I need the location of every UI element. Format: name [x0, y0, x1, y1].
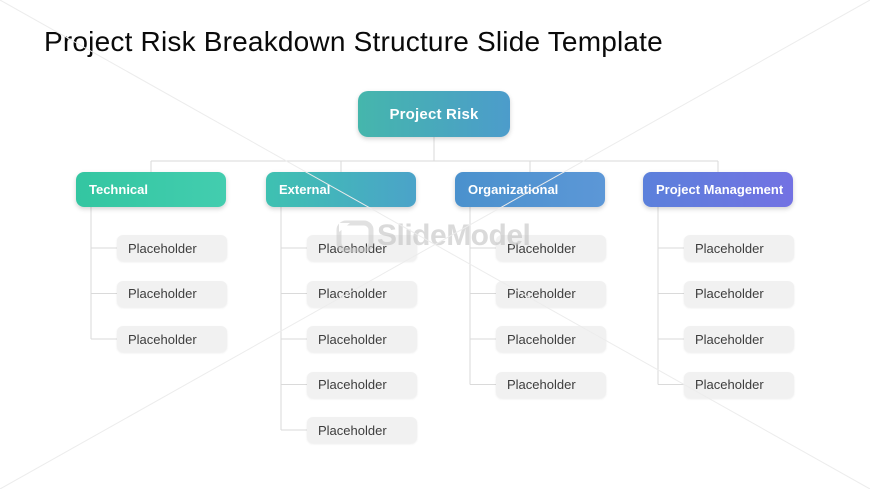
category-header-technical: Technical: [76, 172, 226, 207]
placeholder-label: Placeholder: [318, 331, 387, 347]
category-header-label: Project Management: [656, 182, 784, 197]
placeholder-box: Placeholder: [684, 326, 794, 352]
placeholder-box: Placeholder: [496, 280, 606, 307]
placeholder-box: Placeholder: [307, 235, 417, 261]
root-node-label: Project Risk: [389, 105, 479, 123]
placeholder-label: Placeholder: [318, 286, 387, 301]
placeholder-label: Placeholder: [507, 331, 576, 347]
placeholder-label: Placeholder: [318, 422, 387, 438]
placeholder-label: Placeholder: [507, 240, 576, 256]
placeholder-label: Placeholder: [507, 286, 576, 301]
placeholder-label: Placeholder: [318, 240, 387, 256]
category-header-project-management: Project Management: [643, 172, 793, 207]
category-header-organizational: Organizational: [455, 172, 605, 207]
placeholder-box: Placeholder: [307, 371, 417, 398]
placeholder-label: Placeholder: [695, 286, 764, 301]
placeholder-box: Placeholder: [496, 235, 606, 261]
placeholder-label: Placeholder: [695, 377, 764, 392]
placeholder-label: Placeholder: [128, 286, 197, 301]
placeholder-box: Placeholder: [684, 235, 794, 261]
placeholder-box: Placeholder: [684, 371, 794, 398]
placeholder-box: Placeholder: [307, 326, 417, 352]
placeholder-box: Placeholder: [117, 326, 227, 352]
placeholder-box: Placeholder: [307, 280, 417, 307]
placeholder-box: Placeholder: [496, 326, 606, 352]
placeholder-box: Placeholder: [117, 280, 227, 307]
placeholder-box: Placeholder: [496, 371, 606, 398]
category-header-label: Technical: [89, 182, 149, 197]
placeholder-label: Placeholder: [695, 240, 764, 256]
placeholder-label: Placeholder: [507, 377, 576, 392]
slide-title: Project Risk Breakdown Structure Slide T…: [44, 26, 663, 57]
placeholder-box: Placeholder: [684, 280, 794, 307]
placeholder-label: Placeholder: [128, 331, 197, 347]
placeholder-label: Placeholder: [128, 240, 197, 256]
root-node-project-risk: Project Risk: [358, 91, 510, 137]
placeholder-label: Placeholder: [695, 331, 764, 347]
placeholder-box: Placeholder: [307, 417, 417, 443]
placeholder-box: Placeholder: [117, 235, 227, 261]
placeholder-label: Placeholder: [318, 377, 387, 392]
category-header-label: Organizational: [468, 182, 559, 197]
category-header-external: External: [266, 172, 416, 207]
category-header-label: External: [279, 182, 331, 197]
